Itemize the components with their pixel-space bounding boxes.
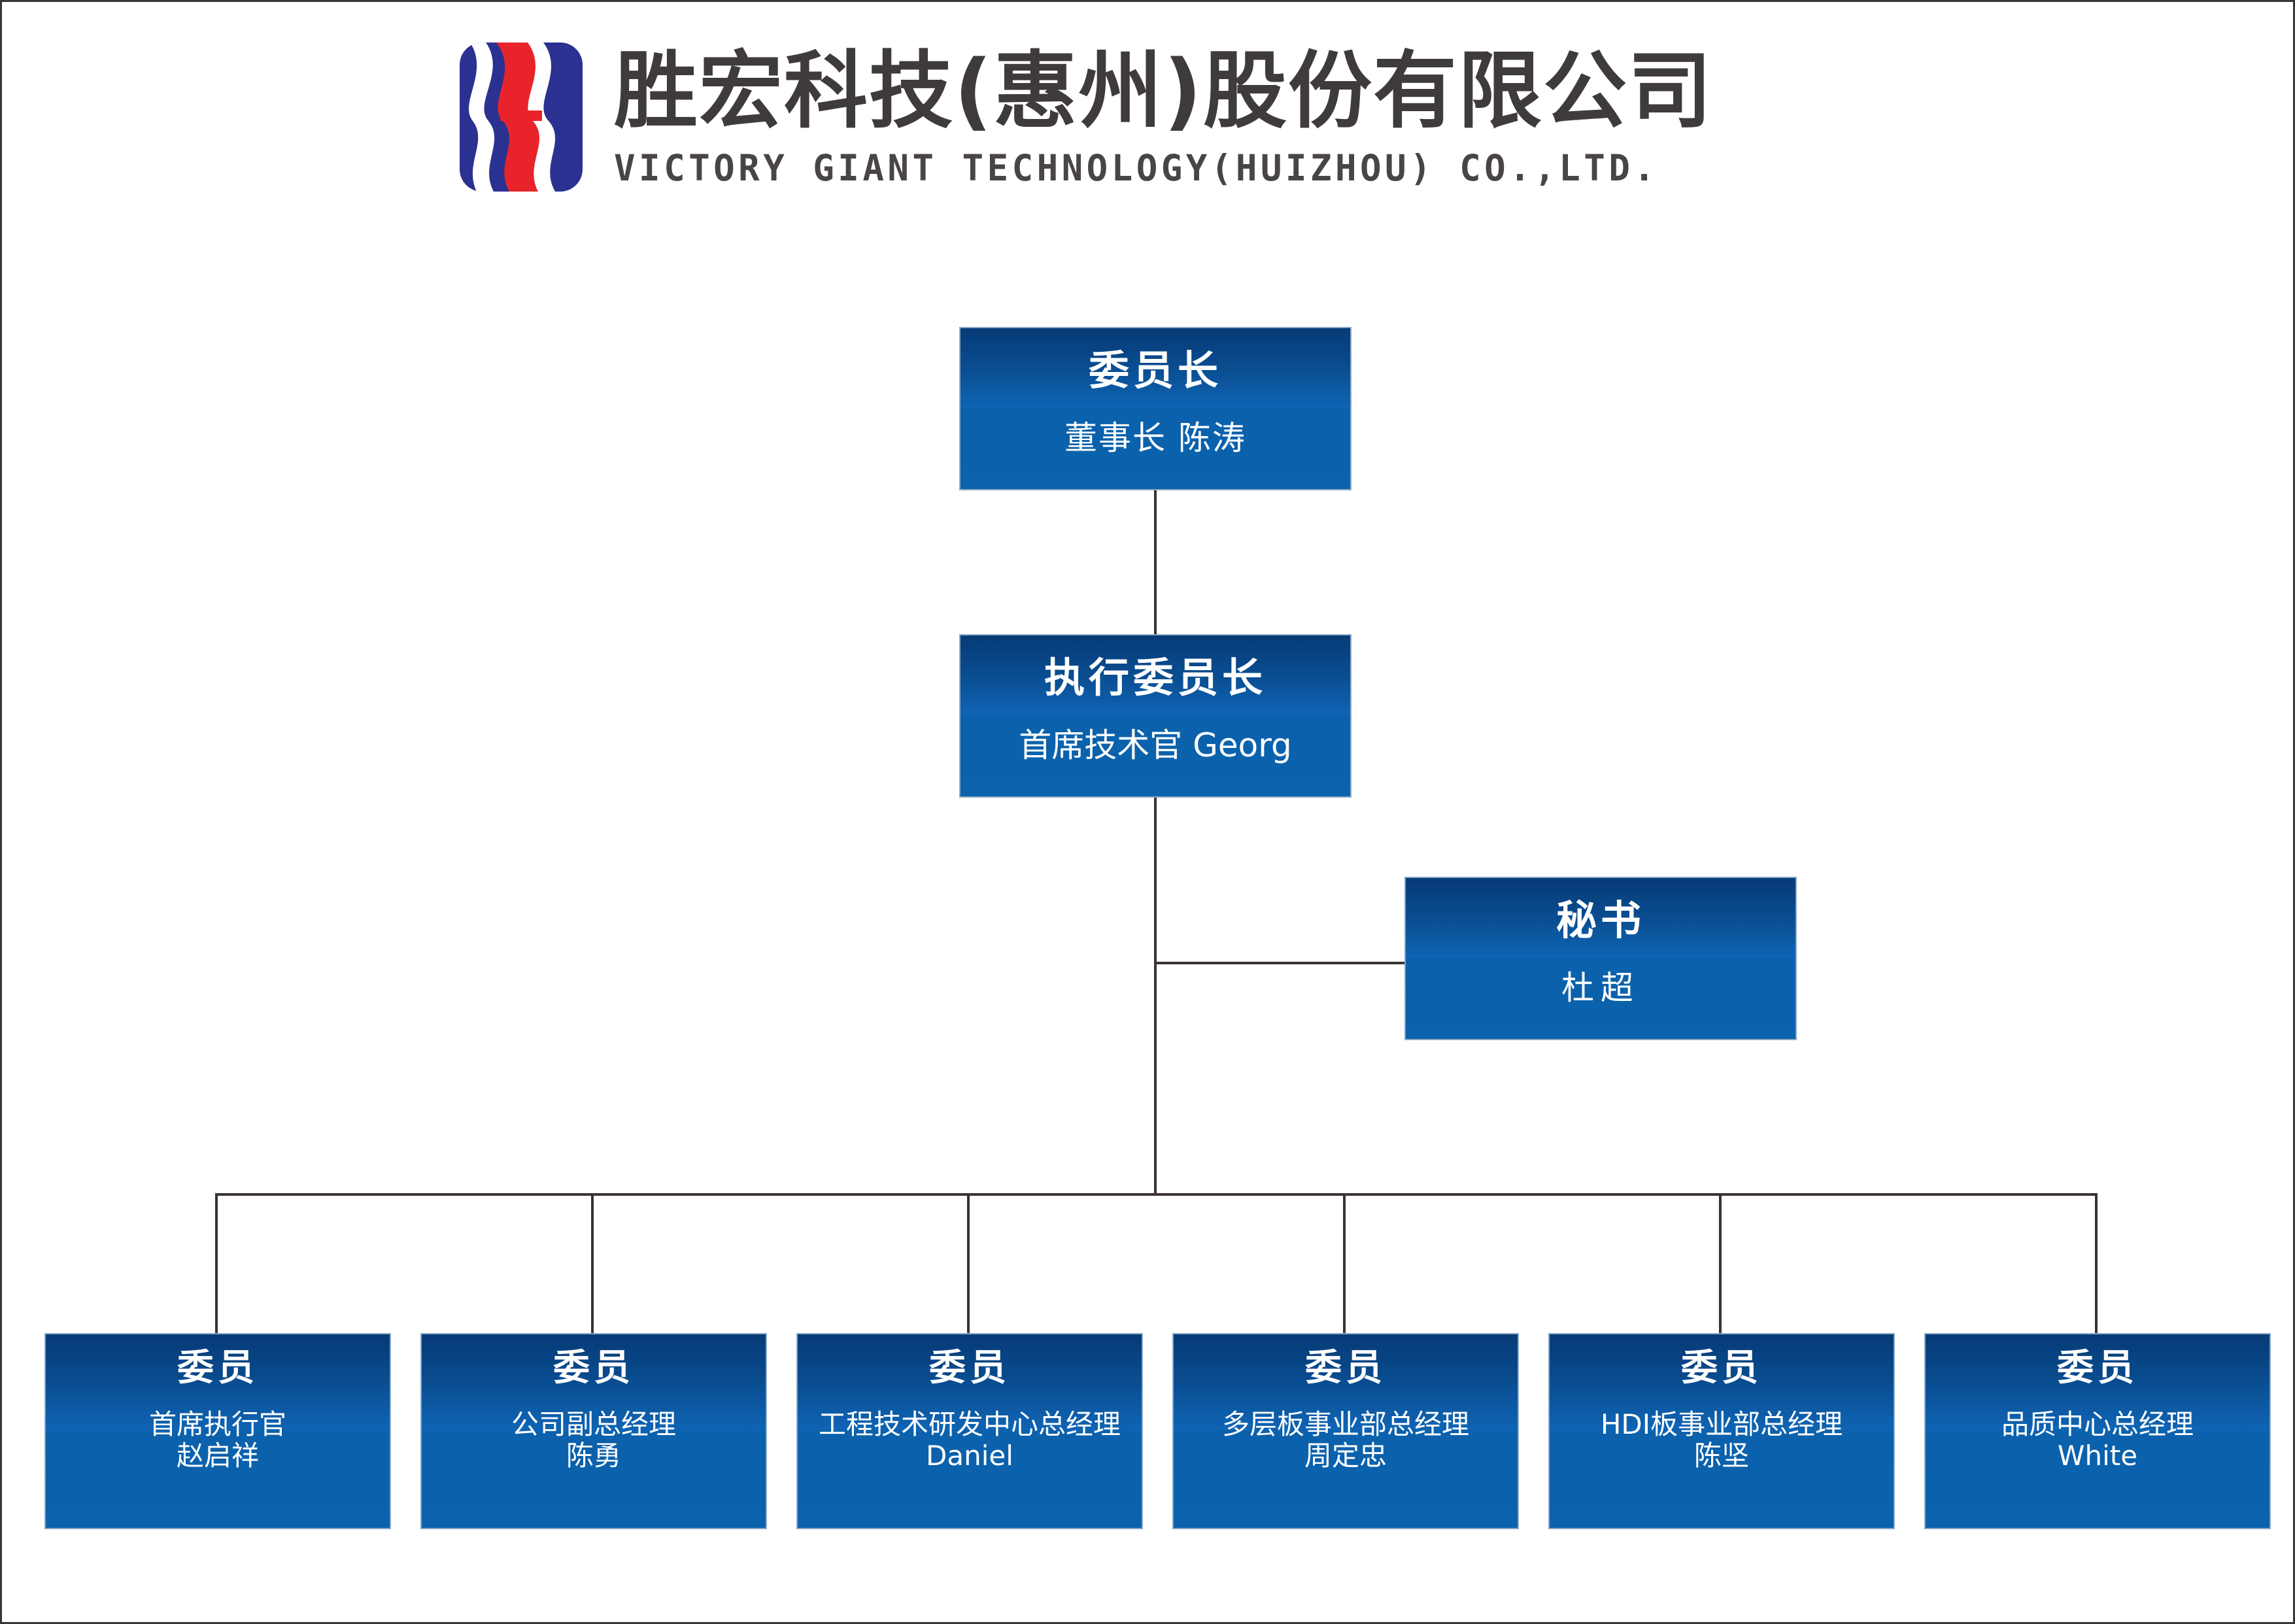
org-node-role: 多层板事业部总经理: [1221, 1408, 1469, 1440]
org-node-chairman[interactable]: 委员长 董事长 陈涛: [959, 327, 1352, 490]
org-node-name: White: [2057, 1439, 2138, 1472]
org-node-secretary[interactable]: 秘书 杜超: [1404, 877, 1797, 1040]
connector-drop-member-4: [1343, 1193, 1346, 1333]
org-node-title: 委员: [553, 1347, 634, 1389]
org-node-title: 委员: [929, 1347, 1010, 1389]
org-node-title: 委员: [1681, 1347, 1762, 1389]
org-node-member-rnd-gm[interactable]: 委员 工程技术研发中心总经理 Daniel: [796, 1333, 1143, 1529]
org-node-member-multilayer-gm[interactable]: 委员 多层板事业部总经理 周定忠: [1172, 1333, 1519, 1529]
org-node-subtitle: 杜超: [1561, 969, 1640, 1007]
connector-drop-member-6: [2095, 1193, 2098, 1333]
org-node-subtitle: 董事长 陈涛: [1064, 419, 1246, 457]
org-node-executive-chairman[interactable]: 执行委员长 首席技术官 Georg: [959, 634, 1352, 798]
org-node-member-hdi-gm[interactable]: 委员 HDI板事业部总经理 陈坚: [1548, 1333, 1895, 1529]
org-node-subtitle: HDI板事业部总经理 陈坚: [1601, 1409, 1843, 1472]
company-logo-icon: [460, 42, 583, 192]
org-node-subtitle: 品质中心总经理 White: [2001, 1409, 2194, 1472]
org-node-title: 委员长: [1088, 347, 1222, 394]
connector-chairman-to-exec: [1154, 490, 1157, 634]
connector-drop-member-5: [1719, 1193, 1722, 1333]
org-node-title: 执行委员长: [1044, 654, 1266, 702]
org-node-name: 陈勇: [566, 1439, 621, 1472]
org-node-member-quality-gm[interactable]: 委员 品质中心总经理 White: [1924, 1333, 2271, 1529]
org-node-subtitle: 工程技术研发中心总经理 Daniel: [819, 1409, 1121, 1472]
connector-drop-member-1: [215, 1193, 218, 1333]
org-node-name: 陈坚: [1693, 1439, 1749, 1472]
org-node-member-deputy-gm[interactable]: 委员 公司副总经理 陈勇: [420, 1333, 767, 1529]
connector-exec-to-secretary: [1154, 962, 1406, 964]
org-node-title: 委员: [1305, 1347, 1386, 1389]
company-name-cn: 胜宏科技(惠州)股份有限公司: [614, 42, 1714, 140]
org-node-role: 工程技术研发中心总经理: [818, 1408, 1121, 1440]
company-wordmark: 胜宏科技(惠州)股份有限公司 VICTORY GIANT TECHNOLOGY(…: [614, 42, 1713, 189]
connector-member-bus: [215, 1193, 2096, 1196]
org-node-role: 公司副总经理: [511, 1408, 676, 1440]
org-node-title: 委员: [2057, 1347, 2138, 1389]
connector-drop-member-3: [967, 1193, 970, 1333]
company-header: 胜宏科技(惠州)股份有限公司 VICTORY GIANT TECHNOLOGY(…: [460, 42, 1713, 192]
org-node-title: 委员: [177, 1347, 258, 1389]
connector-drop-member-2: [591, 1193, 594, 1333]
org-node-subtitle: 首席执行官 赵启祥: [149, 1409, 286, 1472]
connector-exec-trunk: [1154, 798, 1157, 1194]
org-node-name: Daniel: [926, 1439, 1013, 1472]
org-node-role: HDI板事业部总经理: [1600, 1408, 1843, 1440]
org-node-role: 品质中心总经理: [2001, 1408, 2194, 1440]
org-node-member-ceo[interactable]: 委员 首席执行官 赵启祥: [44, 1333, 391, 1529]
org-node-subtitle: 首席技术官 Georg: [1019, 726, 1292, 764]
org-node-name: 赵启祥: [176, 1439, 259, 1472]
org-node-title: 秘书: [1556, 896, 1645, 944]
org-node-name: 周定忠: [1304, 1439, 1387, 1472]
org-node-subtitle: 公司副总经理 陈勇: [511, 1409, 676, 1472]
company-name-en: VICTORY GIANT TECHNOLOGY(HUIZHOU) CO.,LT…: [614, 147, 1659, 190]
org-node-subtitle: 多层板事业部总经理 周定忠: [1222, 1409, 1469, 1472]
org-node-role: 首席执行官: [148, 1408, 286, 1440]
